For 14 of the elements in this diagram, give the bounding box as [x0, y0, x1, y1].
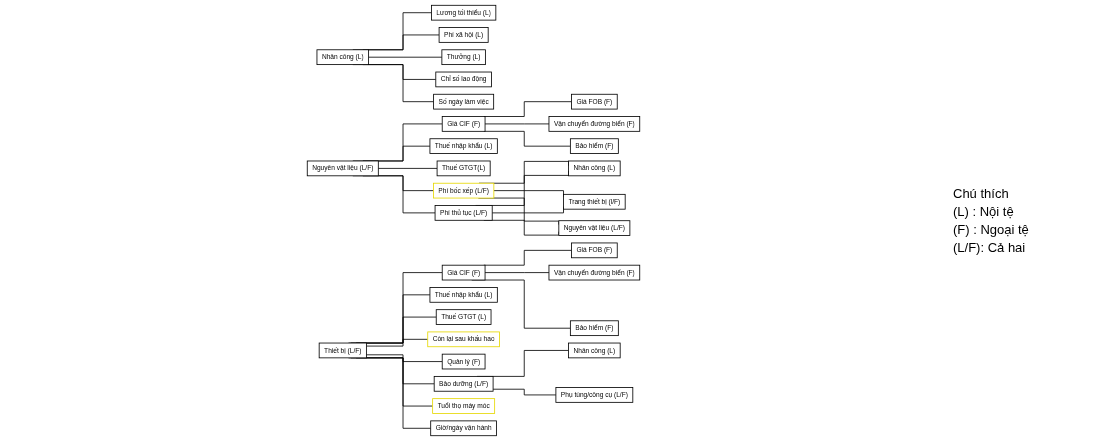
connector	[377, 168, 438, 169]
legend-note: Chú thích	[953, 186, 1010, 201]
connector	[366, 354, 443, 362]
connector	[492, 388, 557, 396]
connector	[483, 249, 572, 266]
connector	[483, 101, 572, 117]
connector	[483, 130, 571, 147]
connector	[366, 338, 429, 347]
connector	[484, 272, 550, 273]
legend-note: (L) : Nội tệ	[953, 204, 1015, 219]
connector	[368, 56, 443, 58]
connector	[484, 123, 550, 125]
legend-note: (L/F): Cả hai	[953, 240, 1027, 255]
legend-note: (F) : Ngoại tệ	[953, 222, 1030, 237]
